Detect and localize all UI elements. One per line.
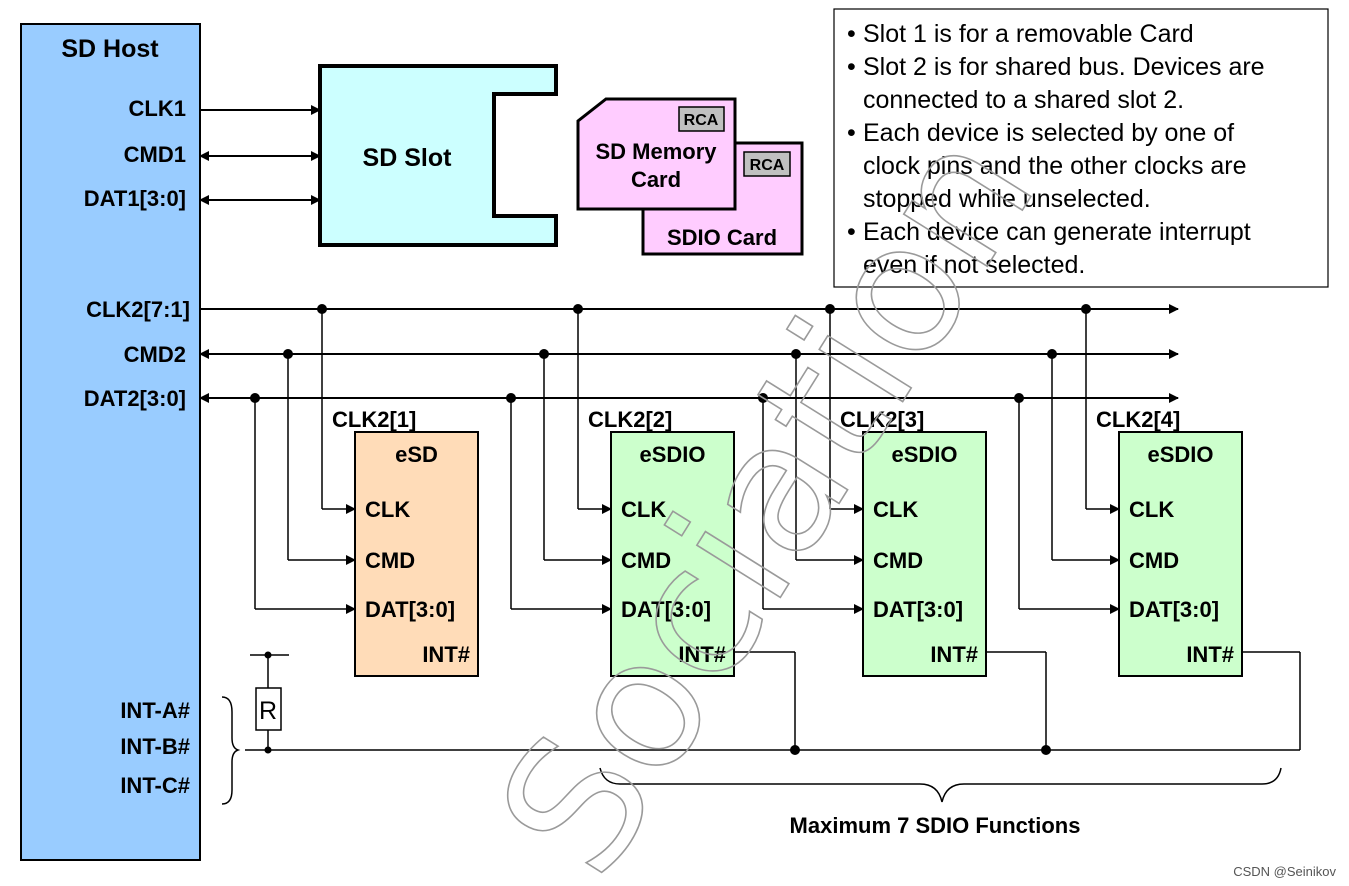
note-bullet: • bbox=[847, 218, 856, 246]
device-name: eSDIO bbox=[891, 442, 957, 467]
device-pin-cmd: CMD bbox=[873, 548, 923, 573]
note-bullet: • bbox=[847, 119, 856, 147]
resistor-label: R bbox=[259, 697, 277, 725]
sd-memory-card-label-1: SD Memory bbox=[595, 139, 717, 164]
sd-slot-label: SD Slot bbox=[363, 144, 453, 172]
signal-clk1: CLK1 bbox=[129, 96, 186, 121]
signal-dat2: DAT2[3:0] bbox=[84, 386, 186, 411]
pullup-dot-top bbox=[264, 651, 272, 659]
note-line: Slot 2 is for shared bus. Devices are bbox=[863, 53, 1265, 81]
device-pin-clk: CLK bbox=[873, 497, 918, 522]
device-group: CLK2[1] eSD CLK CMD DAT[3:0] INT# CLK2[2] eSDIO… bbox=[250, 304, 1243, 755]
signal-clk2: CLK2[7:1] bbox=[86, 297, 190, 322]
note-bullet: • bbox=[847, 53, 856, 81]
rca-badge-sdio bbox=[743, 151, 791, 177]
device-name: eSD bbox=[395, 442, 438, 467]
note-line: clock pins and the other clocks are bbox=[863, 152, 1247, 180]
sd-host-title: SD Host bbox=[61, 35, 159, 63]
bus-junction bbox=[1047, 349, 1057, 359]
signal-dat1: DAT1[3:0] bbox=[84, 186, 186, 211]
rca-label-memory: RCA bbox=[684, 112, 719, 129]
notes-list: •Slot 1 is for a removable Card•Slot 2 i… bbox=[847, 20, 1265, 279]
device-clk-label: CLK2[3] bbox=[840, 407, 924, 432]
notes-box bbox=[833, 8, 1329, 288]
device-pin-dat: DAT[3:0] bbox=[873, 597, 963, 622]
bus-junction bbox=[283, 349, 293, 359]
device-pin-cmd: CMD bbox=[365, 548, 415, 573]
device-name: eSDIO bbox=[1147, 442, 1213, 467]
device-pin-clk: CLK bbox=[365, 497, 410, 522]
int-brace bbox=[221, 696, 241, 805]
note-line: Each device can generate interrupt bbox=[863, 218, 1251, 246]
signal-int-c: INT-C# bbox=[120, 773, 190, 798]
device-pin-cmd: CMD bbox=[621, 548, 671, 573]
bus-junction bbox=[758, 393, 768, 403]
device-pin-int: INT# bbox=[678, 642, 726, 667]
resistor bbox=[255, 687, 282, 731]
rca-label-sdio: RCA bbox=[750, 157, 785, 174]
device-clk-label: CLK2[1] bbox=[332, 407, 416, 432]
device-clk-label: CLK2[2] bbox=[588, 407, 672, 432]
device-pin-cmd: CMD bbox=[1129, 548, 1179, 573]
device-box bbox=[1118, 431, 1243, 677]
device-pin-int: INT# bbox=[930, 642, 978, 667]
sd-memory-card-label-2: Card bbox=[631, 167, 681, 192]
bus-junction bbox=[506, 393, 516, 403]
device-pin-int: INT# bbox=[1186, 642, 1234, 667]
bus-junction bbox=[250, 393, 260, 403]
note-line: Each device is selected by one of bbox=[863, 119, 1234, 147]
sd-slot bbox=[318, 64, 558, 247]
device-pin-int: INT# bbox=[422, 642, 470, 667]
bus-junction bbox=[573, 304, 583, 314]
note-line: even if not selected. bbox=[863, 251, 1085, 279]
device-clk-label: CLK2[4] bbox=[1096, 407, 1180, 432]
functions-brace bbox=[599, 767, 1282, 803]
bus-junction bbox=[1014, 393, 1024, 403]
note-bullet: • bbox=[847, 20, 856, 48]
device-pin-dat: DAT[3:0] bbox=[621, 597, 711, 622]
bus-junction bbox=[1081, 304, 1091, 314]
signal-cmd1: CMD1 bbox=[124, 142, 186, 167]
device-pin-dat: DAT[3:0] bbox=[365, 597, 455, 622]
bus-junction bbox=[539, 349, 549, 359]
pullup-dot-bottom bbox=[264, 746, 272, 754]
signal-cmd2: CMD2 bbox=[124, 342, 186, 367]
sd-host-block bbox=[20, 23, 201, 861]
device-name: eSDIO bbox=[639, 442, 705, 467]
bus-junction bbox=[791, 349, 801, 359]
note-line: Slot 1 is for a removable Card bbox=[863, 20, 1194, 48]
device-pin-dat: DAT[3:0] bbox=[1129, 597, 1219, 622]
device-pin-clk: CLK bbox=[1129, 497, 1174, 522]
bus-junction bbox=[825, 304, 835, 314]
device-box bbox=[610, 431, 735, 677]
device-box bbox=[354, 431, 479, 677]
note-line: connected to a shared slot 2. bbox=[863, 86, 1184, 114]
device-pin-clk: CLK bbox=[621, 497, 666, 522]
bus-junction bbox=[317, 304, 327, 314]
credit-label: CSDN @Seinikov bbox=[1233, 864, 1336, 879]
max-functions-label: Maximum 7 SDIO Functions bbox=[790, 813, 1081, 838]
signal-int-a: INT-A# bbox=[120, 698, 190, 723]
sdio-card-label: SDIO Card bbox=[667, 225, 777, 250]
rca-badge-memory bbox=[678, 106, 725, 132]
note-line: stopped while unselected. bbox=[863, 185, 1151, 213]
device-box bbox=[862, 431, 987, 677]
signal-int-b: INT-B# bbox=[120, 734, 190, 759]
